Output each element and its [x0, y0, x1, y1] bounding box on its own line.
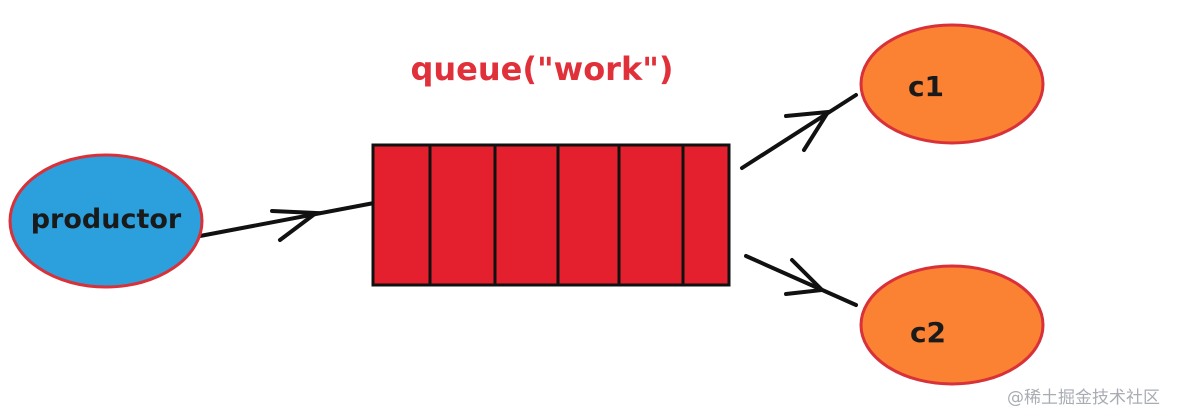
queue-to-c2-arrow — [744, 254, 858, 307]
consumer-c1-label: c1 — [908, 70, 944, 103]
producer-to-queue-arrow — [198, 201, 376, 242]
queue-title: queue("work") — [410, 50, 673, 88]
watermark: @稀土掘金技术社区 — [1007, 388, 1160, 408]
queue-rect — [371, 143, 731, 287]
consumer-c2-ellipse — [859, 264, 1045, 386]
consumer-c1-ellipse — [859, 23, 1045, 145]
producer-ellipse — [8, 153, 204, 289]
queue-to-c1-arrow — [740, 93, 858, 170]
consumer-c2-node: c2 — [859, 264, 1045, 386]
consumer-c1-node: c1 — [859, 23, 1045, 145]
consumer-c2-label: c2 — [910, 316, 946, 349]
producer-label: productor — [31, 204, 182, 235]
producer-node: productor — [8, 153, 204, 289]
queue-box — [371, 143, 731, 287]
queue-slot-dividers — [428, 145, 685, 285]
